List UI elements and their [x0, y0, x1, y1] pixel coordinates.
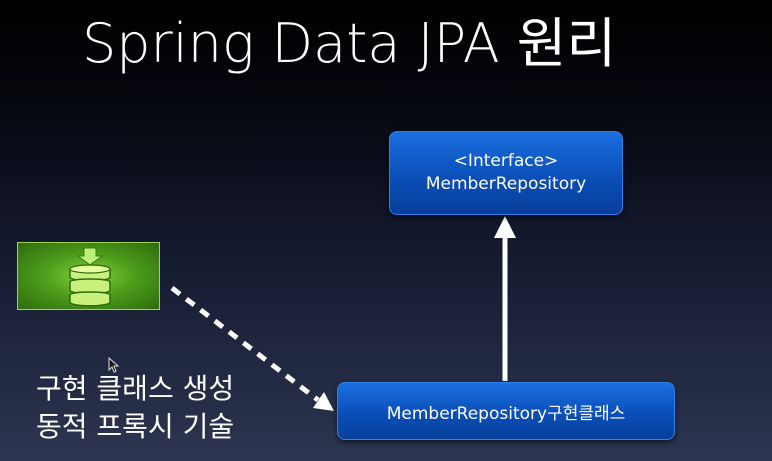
database-download-icon: [17, 242, 160, 310]
caption-text: 구현 클래스 생성 동적 프록시 기술: [36, 370, 234, 446]
implements-arrow: [494, 216, 516, 381]
generates-dashed-arrow: [170, 286, 334, 411]
interface-name: MemberRepository: [425, 174, 587, 194]
slide-title: Spring Data JPA 원리: [82, 12, 617, 75]
caption-line-2: 동적 프록시 기술: [36, 410, 235, 443]
interface-stereotype: <Interface>: [453, 151, 559, 171]
interface-box: <Interface> MemberRepository: [389, 131, 623, 215]
caption-line-1: 구현 클래스 생성: [36, 372, 235, 405]
implementation-label: MemberRepository구현클래스: [386, 403, 626, 424]
implementation-box: MemberRepository구현클래스: [337, 382, 675, 440]
mouse-pointer-icon: [108, 357, 120, 373]
